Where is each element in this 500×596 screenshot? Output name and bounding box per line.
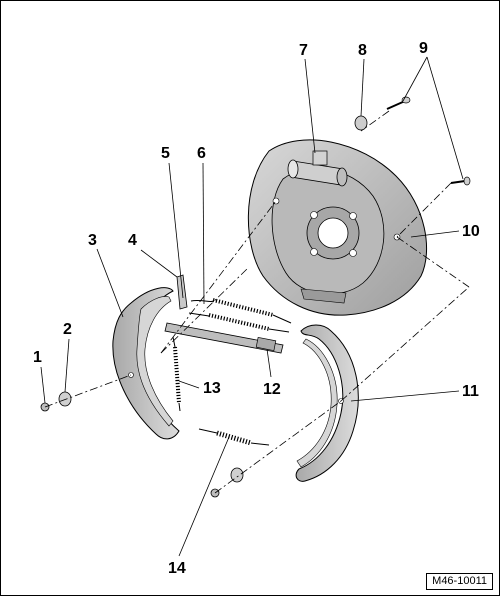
callout-13: 13 (203, 380, 221, 397)
callout-14: 14 (168, 560, 186, 577)
adjuster-strut (164, 322, 284, 354)
callout-11: 11 (462, 383, 479, 400)
brake-shoe-left (112, 287, 180, 440)
callout-3: 3 (88, 232, 97, 249)
callout-1: 1 (33, 349, 42, 366)
callout-10: 10 (462, 223, 480, 240)
callout-2: 2 (63, 321, 72, 338)
bleeder-cap (354, 115, 368, 131)
brake-backing-plate (247, 139, 427, 316)
figure-reference-code: M46-10011 (426, 573, 493, 590)
hold-down-cup (58, 391, 72, 407)
callout-12: 12 (263, 381, 281, 398)
bottom-spring (198, 428, 270, 446)
leader-lines (40, 56, 464, 557)
callout-labels: 1 2 3 4 5 6 7 8 9 10 11 12 13 14 (33, 40, 480, 577)
hold-down-cup-right (230, 467, 244, 483)
lower-spring (172, 336, 181, 412)
callout-5: 5 (161, 145, 170, 162)
callout-8: 8 (358, 42, 367, 59)
brake-shoe-right (295, 324, 359, 482)
callout-6: 6 (197, 145, 206, 162)
wheel-brake-cylinder (287, 150, 348, 187)
upper-springs (188, 298, 292, 333)
callout-9: 9 (419, 40, 428, 57)
assembly-lines (44, 110, 470, 494)
mounting-bolts (386, 96, 471, 186)
callout-4: 4 (128, 232, 137, 249)
callout-7: 7 (299, 42, 308, 59)
